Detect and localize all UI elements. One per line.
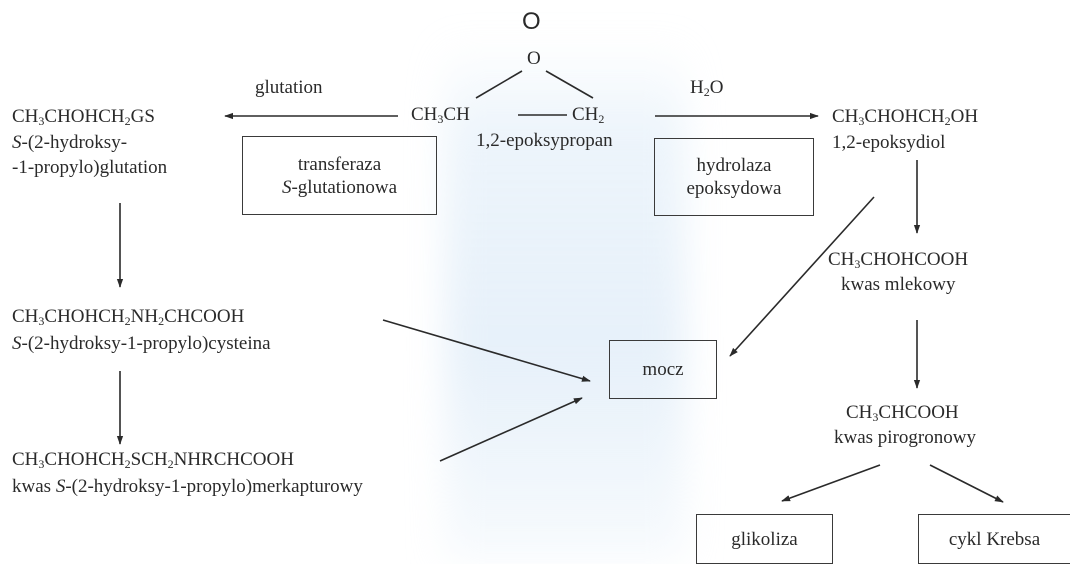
glutathione-conjugate-formula: CH3CHOHCH2GS	[12, 106, 155, 128]
cysteine-conjugate-formula: CH3CHOHCH2NH2CHCOOH	[12, 306, 245, 328]
reagent-water: H2O	[690, 77, 724, 99]
krebs-box: cykl Krebsa	[918, 514, 1070, 564]
arrow-mercapturic-to-urine	[439, 397, 583, 462]
enzyme-box-hydrolase: hydrolaza epoksydowa	[654, 138, 814, 216]
oxygen-label-ring: O	[527, 48, 541, 69]
background-glow	[445, 40, 685, 560]
enzyme-box-transferase: transferaza S-glutationowa	[242, 136, 437, 215]
reagent-glutathione: glutation	[255, 77, 323, 98]
glycolysis-label: glikoliza	[731, 528, 798, 550]
hydrolase-line2: epoksydowa	[686, 178, 782, 199]
arrow-to-glycolysis	[781, 464, 881, 502]
hydrolase-line1: hydrolaza	[696, 155, 772, 176]
urine-label: mocz	[642, 359, 684, 380]
arrow-cysteine-to-urine	[382, 319, 591, 382]
epoxide-name: 1,2-epoksypropan	[476, 130, 613, 151]
diol-name: 1,2-epoksydiol	[832, 132, 946, 153]
lactic-name: kwas mlekowy	[841, 274, 956, 295]
arrow-to-krebs	[929, 464, 1004, 503]
epoxide-formula-right: CH2	[572, 104, 605, 126]
glutathione-conjugate-name-line2: -1-propylo)glutation	[12, 157, 168, 178]
transferase-line2: S-glutationowa	[281, 176, 398, 198]
epoxide-formula-left: CH3CH	[411, 104, 470, 126]
krebs-label: cykl Krebsa	[948, 528, 1041, 550]
glycolysis-box: glikoliza	[696, 514, 833, 564]
mercapturic-formula: CH3CHOHCH2SCH2NHRCHCOOH	[12, 449, 294, 471]
diol-formula: CH3CHOHCH2OH	[832, 106, 979, 128]
urine-box: mocz	[609, 340, 717, 399]
arrow-diol-to-urine	[729, 196, 875, 357]
epoxide-bond-left	[475, 70, 523, 99]
pyruvic-formula: CH3CHCOOH	[846, 402, 959, 424]
lactic-formula: CH3CHOHCOOH	[828, 249, 969, 271]
pyruvic-name: kwas pirogronowy	[834, 427, 976, 448]
transferase-line1: transferaza	[297, 153, 382, 175]
glutathione-conjugate-name-line1: S-(2-hydroksy-	[12, 132, 128, 153]
epoxide-bond-right	[545, 70, 594, 99]
cysteine-conjugate-name: S-(2-hydroksy-1-propylo)cysteina	[12, 333, 271, 354]
oxygen-label-top: O	[522, 8, 541, 35]
mercapturic-name: kwas S-(2-hydroksy-1-propylo)merkapturow…	[12, 476, 363, 497]
